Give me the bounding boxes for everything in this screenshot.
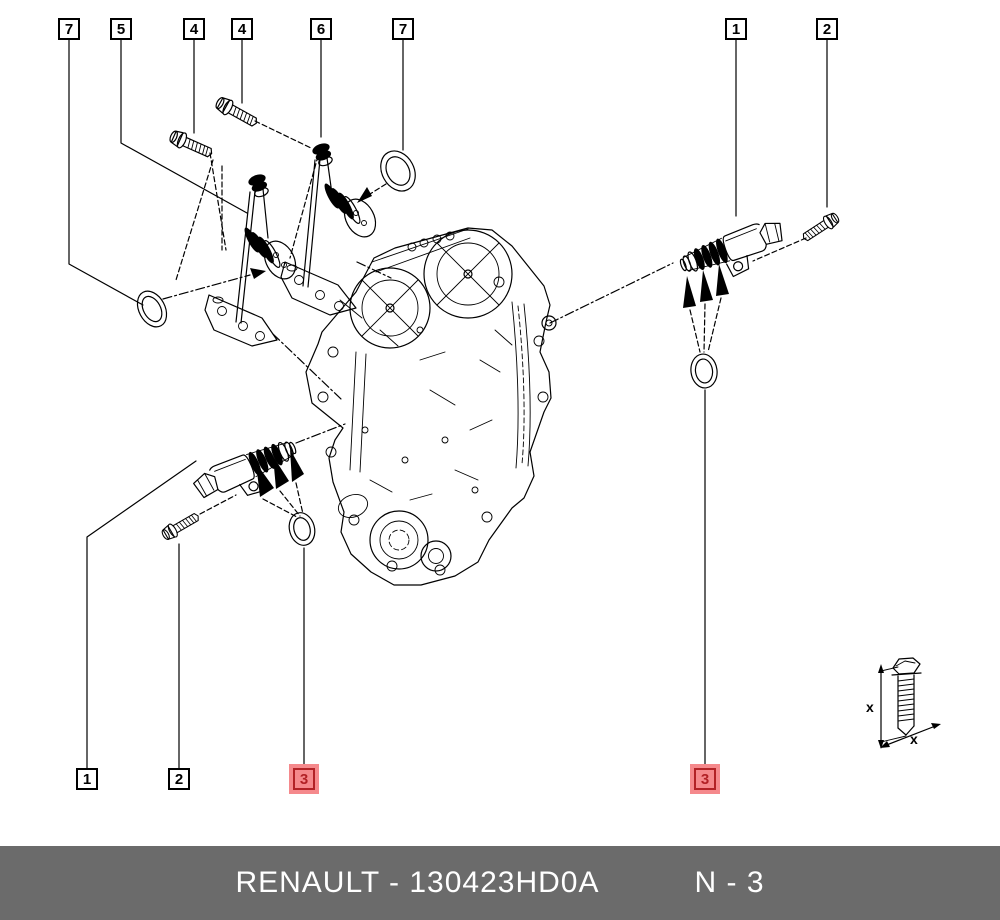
callout-1-bottom[interactable]: 1: [76, 768, 98, 790]
callout-2-top[interactable]: 2: [816, 18, 838, 40]
callout-5[interactable]: 5: [110, 18, 132, 40]
vvt-bracket-assembly-6: [280, 140, 377, 316]
camshaft-sprocket-left: [349, 267, 431, 349]
o-ring-3-left: [288, 512, 316, 546]
camshaft-sprocket-right: [423, 229, 513, 319]
callout-4-second[interactable]: 4: [231, 18, 253, 40]
bolt-holes: [317, 276, 549, 576]
o-ring-3-right: [690, 353, 718, 389]
vvt-bracket-assembly-5: [204, 171, 297, 347]
callout-3-left-highlighted[interactable]: 3: [289, 764, 319, 794]
engine-timing-cover-drawing: [305, 227, 557, 586]
seal-ring-7-right: [380, 150, 416, 192]
bolt-4-second: [212, 94, 261, 131]
callout-2-bottom[interactable]: 2: [168, 768, 190, 790]
seal-ring-7-left: [136, 290, 168, 328]
callout-3-right-highlighted[interactable]: 3: [690, 764, 720, 794]
construction-lines: [162, 120, 807, 515]
camshaft-solenoid-left: [189, 433, 307, 516]
solenoid-mount-boss: [541, 315, 557, 331]
callout-7-left[interactable]: 7: [58, 18, 80, 40]
camshaft-solenoid-right: [675, 215, 793, 293]
water-pump-housing: [337, 494, 452, 572]
bolt-2-right: [799, 210, 842, 245]
insertion-arrows-left: [256, 449, 304, 518]
footer-page-ref: N - 3: [694, 866, 765, 899]
insertion-arrows-right: [683, 264, 729, 353]
footer-bar: RENAULT - 130423HD0A N - 3: [0, 846, 1000, 920]
callout-1-top[interactable]: 1: [725, 18, 747, 40]
legend-length-label: x: [866, 699, 874, 715]
legend-width-label: x: [910, 731, 918, 747]
callout-4-first[interactable]: 4: [183, 18, 205, 40]
callout-7-right[interactable]: 7: [392, 18, 414, 40]
footer-brand-partnumber: RENAULT - 130423HD0A: [235, 866, 600, 899]
callout-3-right-box[interactable]: 3: [694, 768, 716, 790]
callout-3-left-box[interactable]: 3: [293, 768, 315, 790]
bolt-length-legend: x x: [866, 657, 941, 749]
bolt-2-left: [159, 509, 203, 543]
leader-lines: [68, 39, 828, 770]
callout-6[interactable]: 6: [310, 18, 332, 40]
bolt-4-first: [167, 127, 216, 162]
